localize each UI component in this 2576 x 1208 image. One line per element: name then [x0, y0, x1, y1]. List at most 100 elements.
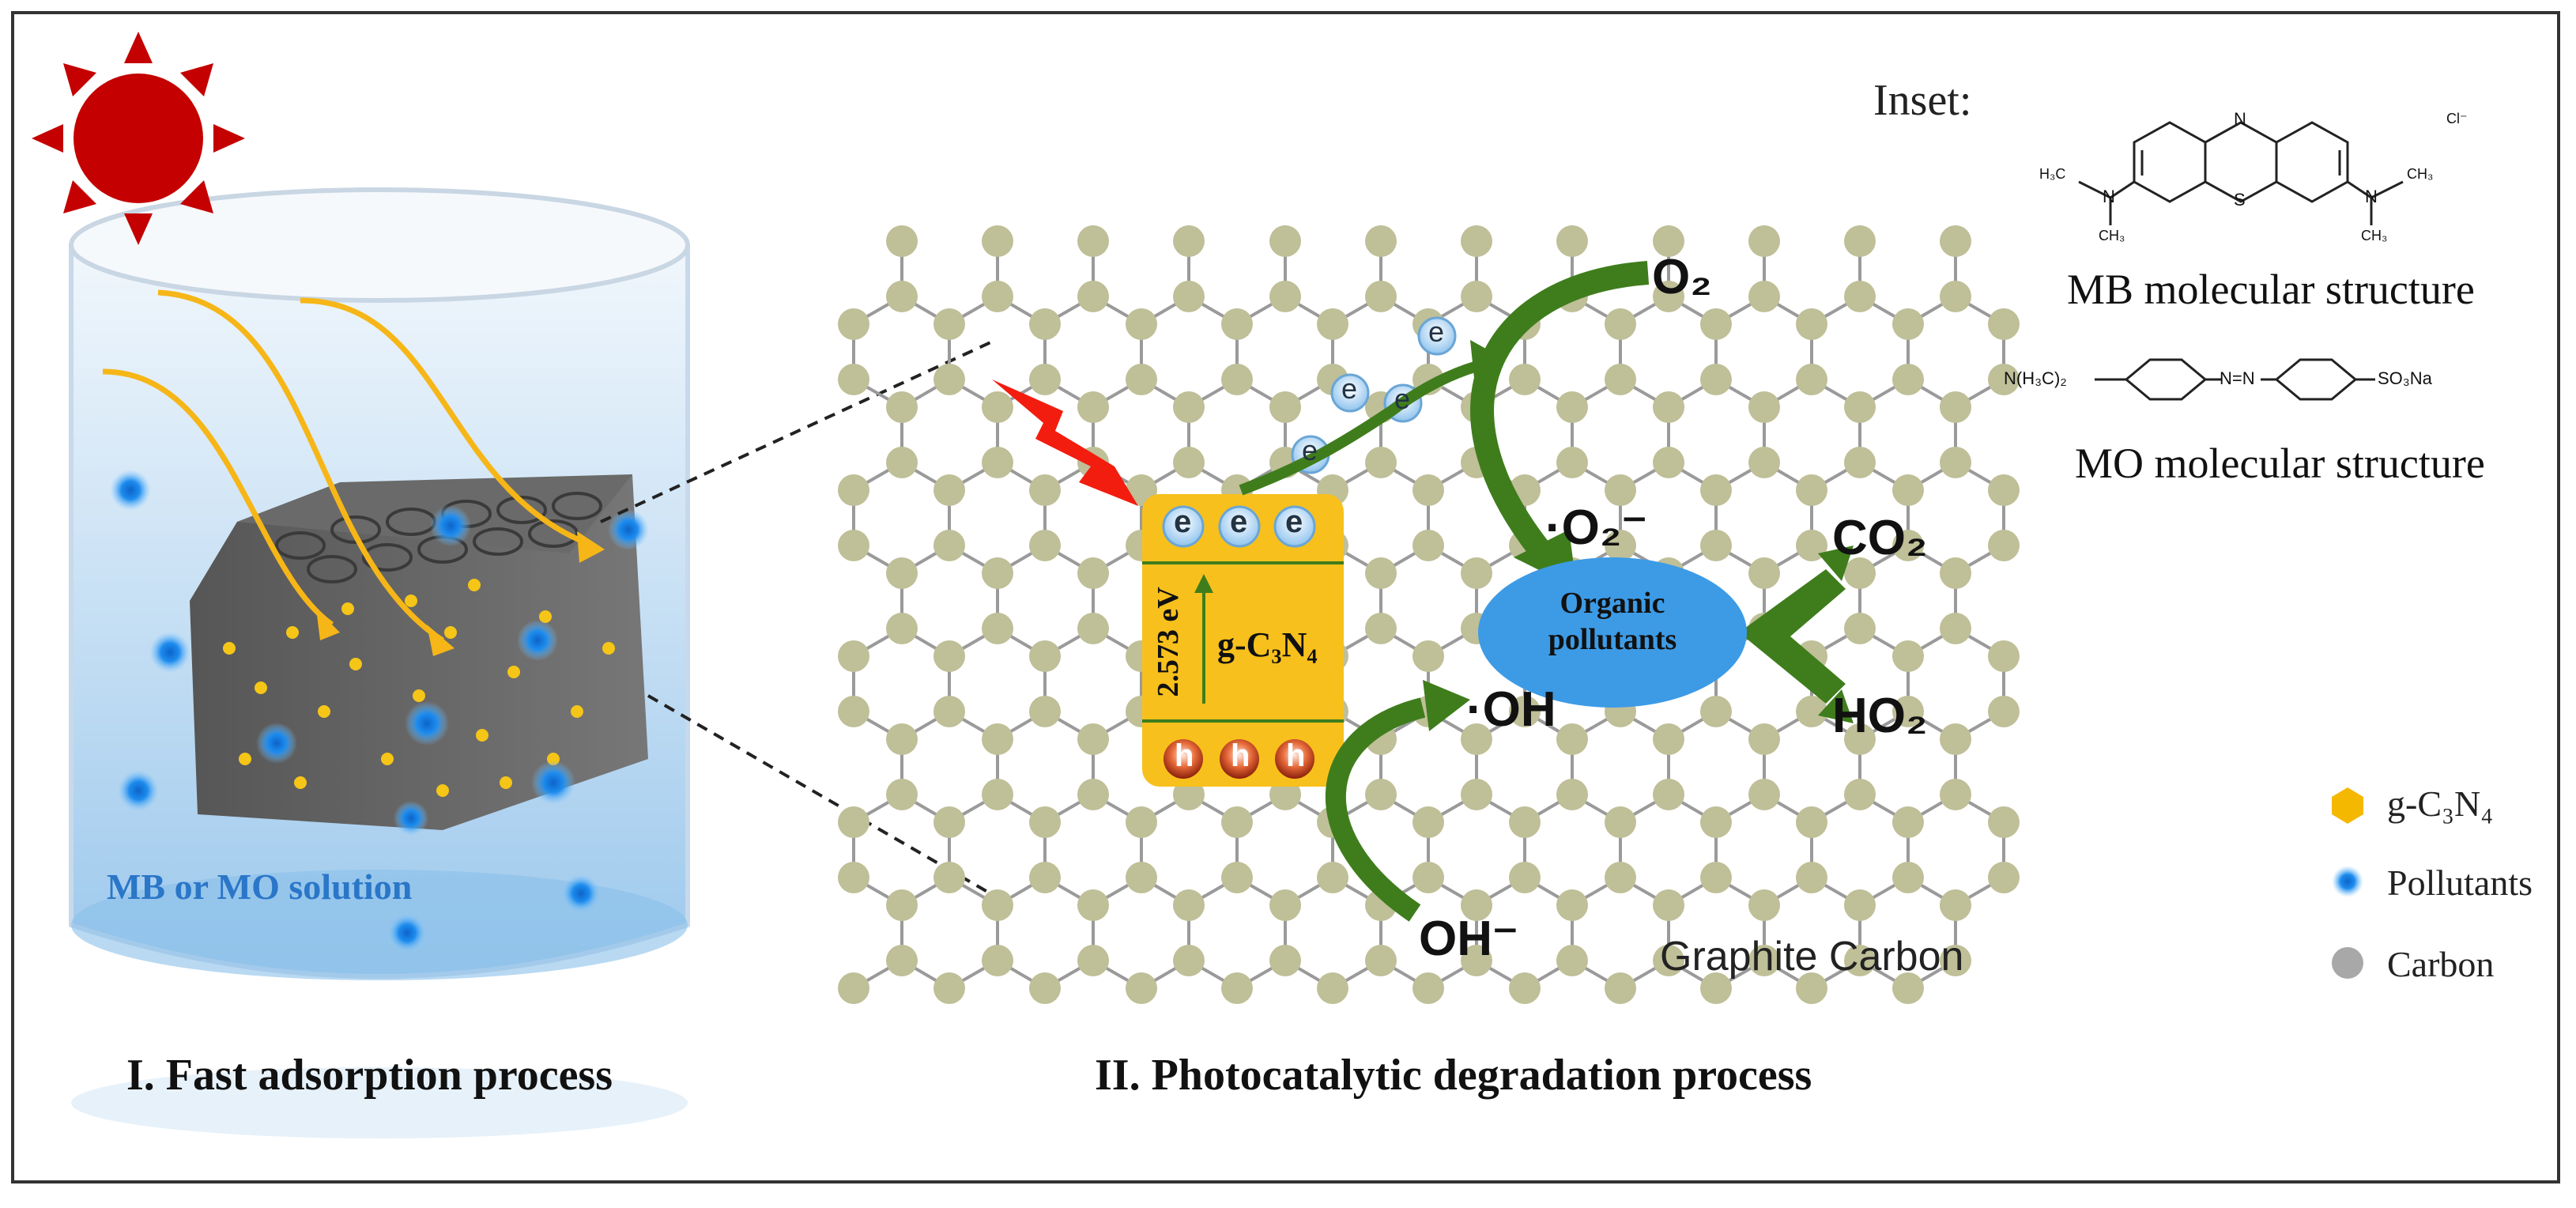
lattice-carbon-atom	[1940, 889, 1971, 921]
lattice-carbon-atom	[1269, 889, 1301, 921]
legend-label-g-c3n4: g-C₃N₄	[2387, 783, 2494, 824]
flying-electron-3: e	[1394, 383, 1411, 415]
lattice-carbon-atom	[1700, 806, 1732, 838]
hole-2: h	[1231, 738, 1250, 773]
lattice-carbon-atom	[1365, 945, 1397, 976]
lattice-carbon-atom	[1700, 474, 1732, 506]
lattice-carbon-atom	[1796, 696, 1827, 727]
lattice-carbon-atom	[1605, 862, 1636, 893]
lattice-carbon-atom	[1509, 364, 1541, 395]
lattice-carbon-atom	[1173, 945, 1205, 976]
lattice-carbon-atom	[1653, 945, 1684, 976]
mo-right-group: SO₃Na	[2378, 368, 2432, 388]
lattice-carbon-atom	[886, 225, 918, 257]
lattice-carbon-atom	[1700, 972, 1732, 1004]
lattice-carbon-atom	[1029, 806, 1061, 838]
lattice-carbon-atom	[1700, 308, 1732, 340]
lattice-carbon-atom	[1796, 474, 1827, 506]
lattice-carbon-atom	[1748, 447, 1780, 478]
lattice-carbon-atom	[1748, 557, 1780, 589]
lattice-carbon-atom	[1892, 530, 1924, 561]
lattice-carbon-atom	[838, 696, 869, 727]
lattice-carbon-atom	[1556, 779, 1588, 810]
lattice-carbon-atom	[1461, 723, 1492, 755]
legend-label-pollutants: Pollutants	[2387, 863, 2533, 903]
lattice-carbon-atom	[1892, 308, 1924, 340]
lattice-carbon-atom	[1126, 862, 1157, 893]
lattice-carbon-atom	[1029, 862, 1061, 893]
lattice-carbon-atom	[1556, 889, 1588, 921]
lattice-carbon-atom	[1748, 391, 1780, 423]
species-superoxide: ·O₂⁻	[1545, 500, 1648, 555]
lattice-carbon-atom	[1605, 806, 1636, 838]
mo-left-group: N(H₃C)₂	[2004, 368, 2067, 388]
catalyst-label: g-C₃N₄	[1217, 625, 1318, 664]
lattice-carbon-atom	[1461, 889, 1492, 921]
lattice-carbon-atom	[1365, 225, 1397, 257]
lattice-carbon-atom	[1077, 889, 1109, 921]
lattice-carbon-atom	[1940, 613, 1971, 644]
lattice-carbon-atom	[1365, 281, 1397, 312]
electron-1: e	[1174, 504, 1192, 539]
lattice-carbon-atom	[1029, 308, 1061, 340]
lightning-icon	[992, 379, 1138, 506]
lattice-carbon-atom	[886, 391, 918, 423]
lattice-carbon-atom	[1892, 806, 1924, 838]
mb-atom-ch3-left: CH₃	[2099, 228, 2125, 243]
lattice-carbon-atom	[1653, 779, 1684, 810]
lattice-carbon-atom	[982, 723, 1013, 755]
lattice-carbon-atom	[1653, 281, 1684, 312]
electrons-cb	[1162, 505, 1316, 548]
lattice-carbon-atom	[1221, 308, 1253, 340]
lattice-carbon-atom	[1748, 281, 1780, 312]
lattice-carbon-atom	[1940, 225, 1971, 257]
lattice-carbon-atom	[838, 806, 869, 838]
lattice-carbon-atom	[1653, 225, 1684, 257]
lattice-carbon-atom	[1509, 862, 1541, 893]
mb-atom-n-right: N	[2365, 187, 2378, 206]
lattice-carbon-atom	[1412, 806, 1444, 838]
lattice-carbon-atom	[1940, 779, 1971, 810]
lattice-carbon-atom	[1700, 862, 1732, 893]
lattice-carbon-atom	[838, 640, 869, 672]
lattice-carbon-atom	[933, 640, 965, 672]
lattice-carbon-atom	[1221, 806, 1253, 838]
caption-adsorption: I. Fast adsorption process	[126, 1051, 613, 1100]
mo-azo: N=N	[2220, 368, 2255, 388]
lattice-carbon-atom	[1029, 530, 1061, 561]
lattice-carbon-atom	[1844, 447, 1876, 478]
lattice-carbon-atom	[886, 723, 918, 755]
lattice-carbon-atom	[1126, 972, 1157, 1004]
lattice-carbon-atom	[1365, 447, 1397, 478]
lattice-carbon-atom	[1556, 447, 1588, 478]
lattice-carbon-atom	[1461, 779, 1492, 810]
lattice-carbon-atom	[838, 364, 869, 395]
lattice-carbon-atom	[1844, 391, 1876, 423]
lattice-carbon-atom	[1748, 889, 1780, 921]
species-co2: CO₂	[1832, 511, 1928, 565]
pollutant-label-line2: pollutants	[1548, 623, 1677, 656]
lattice-carbon-atom	[1605, 530, 1636, 561]
species-oh-radical: ·OH	[1466, 682, 1556, 737]
lattice-carbon-atom	[1940, 723, 1971, 755]
pollutant-label-line1: Organic	[1560, 587, 1665, 620]
mb-atom-s: S	[2234, 190, 2246, 210]
mb-atom-n-left: N	[2103, 187, 2115, 206]
lattice-carbon-atom	[1077, 945, 1109, 976]
g-c3n4-band-box	[1142, 494, 1344, 787]
light-rays	[102, 289, 594, 643]
lattice-carbon-atom	[1461, 945, 1492, 976]
lattice-carbon-atom	[1940, 447, 1971, 478]
pollutant-dots	[110, 470, 649, 952]
lattice-carbon-atom	[1653, 447, 1684, 478]
lattice-carbon-atom	[1509, 806, 1541, 838]
lattice-carbon-atom	[1029, 696, 1061, 727]
electron-3: e	[1285, 504, 1303, 539]
inset-title: Inset:	[1873, 76, 1972, 125]
species-oh-ion: OH⁻	[1419, 912, 1518, 966]
lattice-carbon-atom	[1653, 889, 1684, 921]
species-ho2: HO₂	[1832, 689, 1928, 743]
lattice-carbon-atom	[1700, 696, 1732, 727]
lattice-carbon-atom	[1796, 862, 1827, 893]
legend-g-c3n4-icon	[2332, 787, 2363, 824]
